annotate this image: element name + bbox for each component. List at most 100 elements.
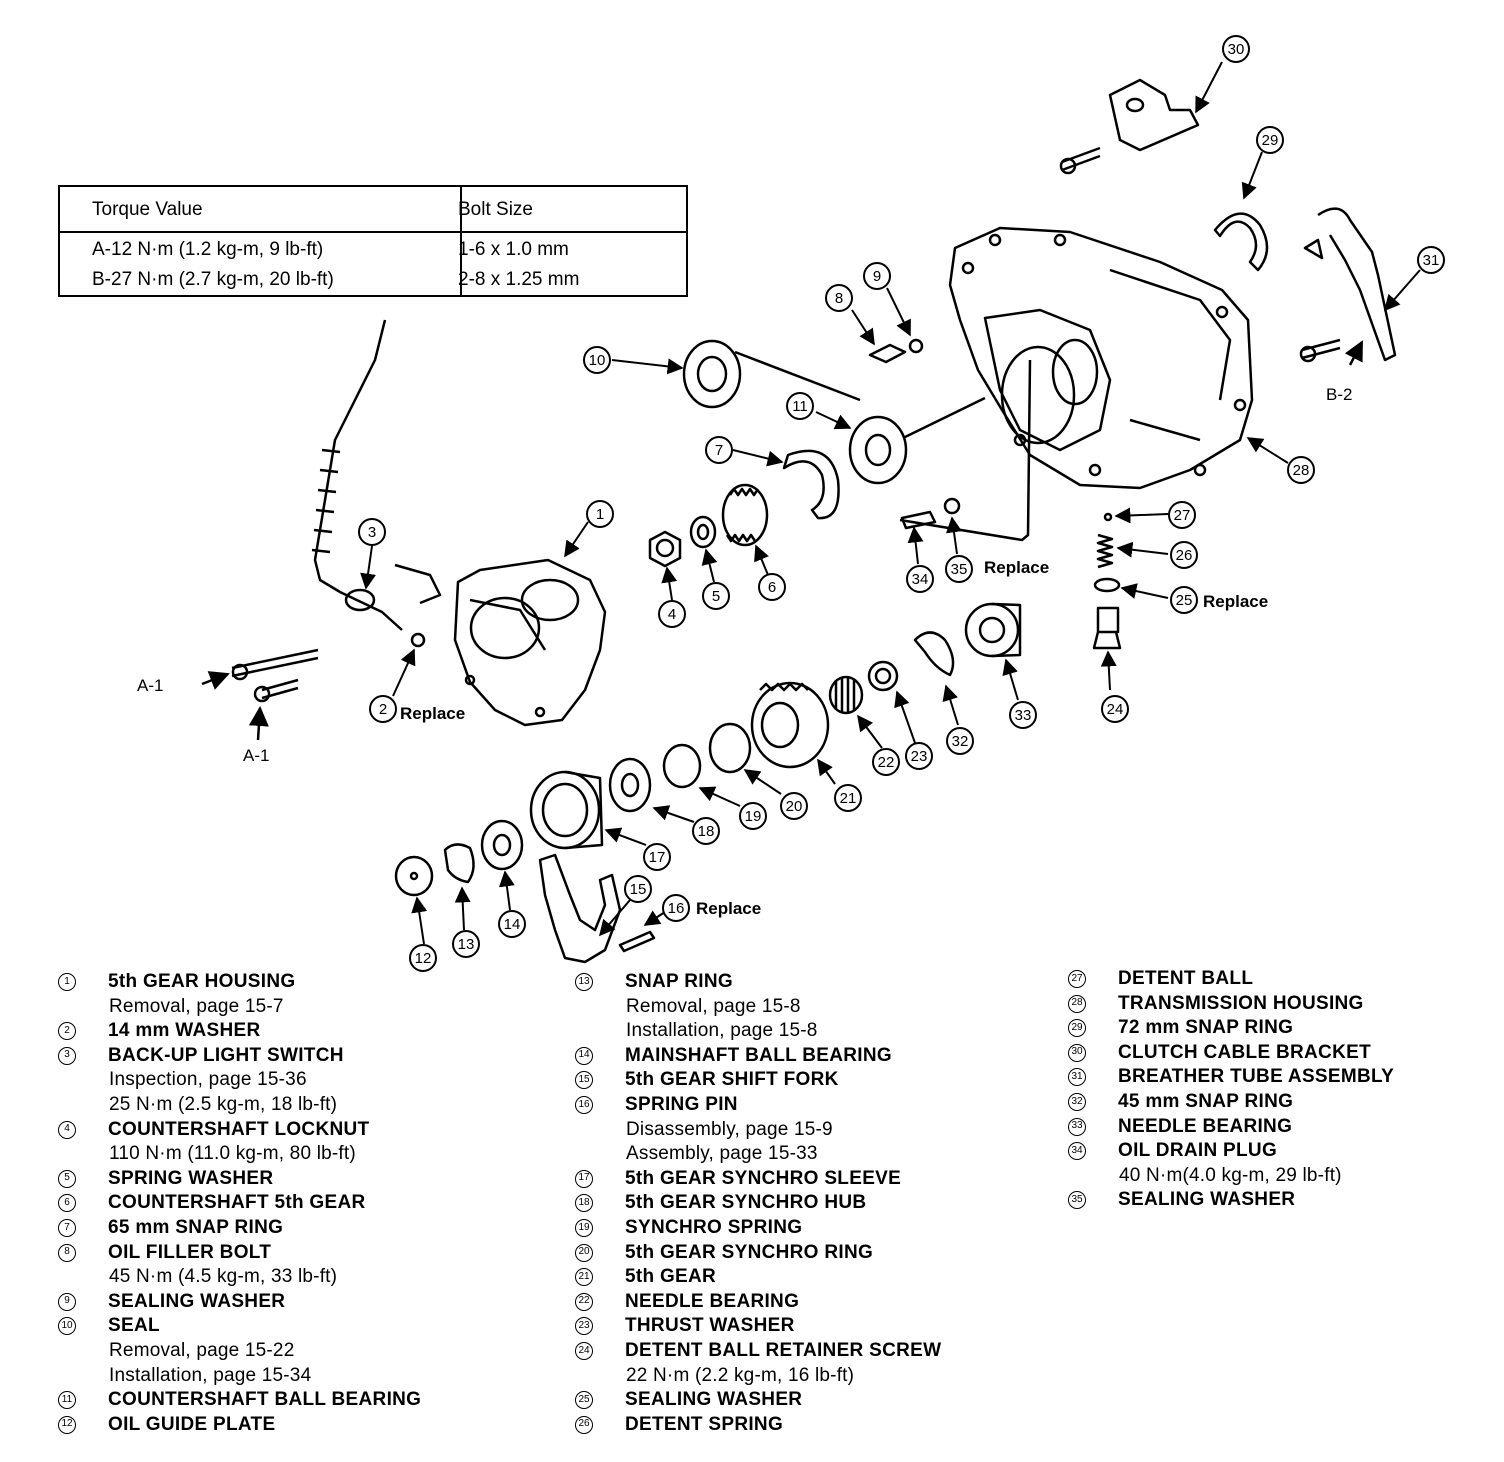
legend-number: 17 (575, 1169, 593, 1188)
callout-29: 29 (1256, 126, 1284, 154)
legend-item-line: 25 SEALING WASHER (575, 1388, 941, 1413)
legend-number: 4 (58, 1120, 76, 1139)
legend-part-note: Removal, page 15-22 (109, 1339, 295, 1361)
fifth-gear-21-part (750, 681, 830, 769)
legend-part-note: Removal, page 15-8 (626, 995, 801, 1017)
callout-3: 3 (358, 518, 386, 546)
legend-part-name: THRUST WASHER (625, 1315, 795, 1337)
legend-number: 12 (58, 1415, 76, 1434)
callout-23: 23 (905, 742, 933, 770)
legend-part-note: Assembly, page 15-33 (626, 1143, 818, 1165)
callout-4: 4 (658, 600, 686, 628)
torque-table-header (60, 187, 686, 233)
callout-1: 1 (586, 500, 614, 528)
shift-fork-15-part (538, 853, 622, 964)
legend-part-name: SEALING WASHER (108, 1290, 286, 1312)
callout-32: 32 (946, 727, 974, 755)
label-replace-35: Replace (984, 558, 1050, 577)
legend-part-name: 72 mm SNAP RING (1118, 1017, 1294, 1039)
legend-part-note: Removal, page 15-7 (109, 995, 284, 1017)
legend-part-note: Installation, page 15-8 (626, 1020, 818, 1042)
legend-part-note: Installation, page 15-34 (109, 1364, 312, 1386)
torque-table-divider (460, 187, 462, 295)
callout-31: 31 (1417, 246, 1445, 274)
synchro-hub-18-part (608, 757, 652, 813)
legend-part-name: SEALING WASHER (625, 1389, 803, 1411)
legend-part-name: NEEDLE BEARING (1118, 1115, 1293, 1137)
callout-24: 24 (1101, 695, 1129, 723)
callout-8: 8 (825, 284, 853, 312)
legend-part-name: 5th GEAR SYNCHRO HUB (625, 1192, 867, 1214)
legend-number: 29 (1068, 1019, 1086, 1038)
legend-part-note: 22 N·m (2.2 kg-m, 16 lb-ft) (626, 1364, 855, 1386)
countershaft-bearing-11-part (848, 396, 986, 485)
legend-number: 13 (575, 973, 593, 991)
mainshaft-bearing-14-part (480, 819, 524, 871)
legend-part-name: DETENT BALL (1118, 968, 1254, 989)
snap-ring-13-part (443, 843, 475, 884)
legend-number: 30 (1068, 1043, 1086, 1062)
legend-part-name: BACK-UP LIGHT SWITCH (108, 1044, 344, 1066)
callout-25: 25 (1170, 586, 1198, 614)
legend-part-name: BREATHER TUBE ASSEMBLY (1118, 1066, 1395, 1088)
legend-number: 24 (575, 1341, 593, 1360)
legend-part-name: MAINSHAFT BALL BEARING (625, 1044, 892, 1066)
legend-part-name: 5th GEAR SYNCHRO RING (625, 1241, 874, 1263)
callout-20: 20 (780, 792, 808, 820)
bolts-a1 (201, 648, 319, 741)
spring-pin-16-part (618, 930, 656, 953)
legend-part-name: 5th GEAR SYNCHRO SLEEVE (625, 1167, 902, 1189)
locknut-4-part (648, 530, 682, 568)
legend-part-name: COUNTERSHAFT BALL BEARING (108, 1389, 422, 1411)
legend-number: 8 (58, 1243, 76, 1262)
callout-19: 19 (739, 802, 767, 830)
drain-plug-34-part (899, 359, 1032, 542)
countershaft-gear-6-part (721, 483, 769, 547)
legend-part-name: 5th GEAR SHIFT FORK (625, 1069, 839, 1091)
breather-tube-31-part (1299, 207, 1397, 366)
callout-33: 33 (1009, 701, 1037, 729)
legend-number: 21 (575, 1268, 593, 1287)
snap-ring-29-part (1213, 212, 1269, 272)
legend-part-name: OIL FILLER BOLT (108, 1241, 272, 1263)
legend-item: 33 NEEDLE BEARING (1068, 1115, 1394, 1140)
legend-part-note: Disassembly, page 15-9 (626, 1118, 833, 1140)
transmission-housing-part (948, 226, 1254, 490)
legend-part-name: SEALING WASHER (1118, 1189, 1296, 1211)
callout-26: 26 (1170, 541, 1198, 569)
washer-2-part (410, 632, 426, 648)
callout-9: 9 (863, 262, 891, 290)
legend-number: 34 (1068, 1142, 1086, 1161)
legend-number: 10 (58, 1317, 76, 1336)
legend-number: 18 (575, 1194, 593, 1213)
callout-18: 18 (692, 817, 720, 845)
legend-number: 32 (1068, 1092, 1086, 1111)
torque-table-header-torque: Torque Value (92, 199, 203, 220)
legend-part-name: 5th GEAR HOUSING (108, 971, 296, 992)
callout-15: 15 (624, 875, 652, 903)
legend-item-line: 17 5th GEAR SYNCHRO SLEEVE (575, 1167, 941, 1192)
callout-16: 16 (662, 894, 690, 922)
legend-number: 25 (575, 1391, 593, 1410)
legend-number: 33 (1068, 1117, 1086, 1136)
backup-switch-wire (311, 319, 442, 631)
